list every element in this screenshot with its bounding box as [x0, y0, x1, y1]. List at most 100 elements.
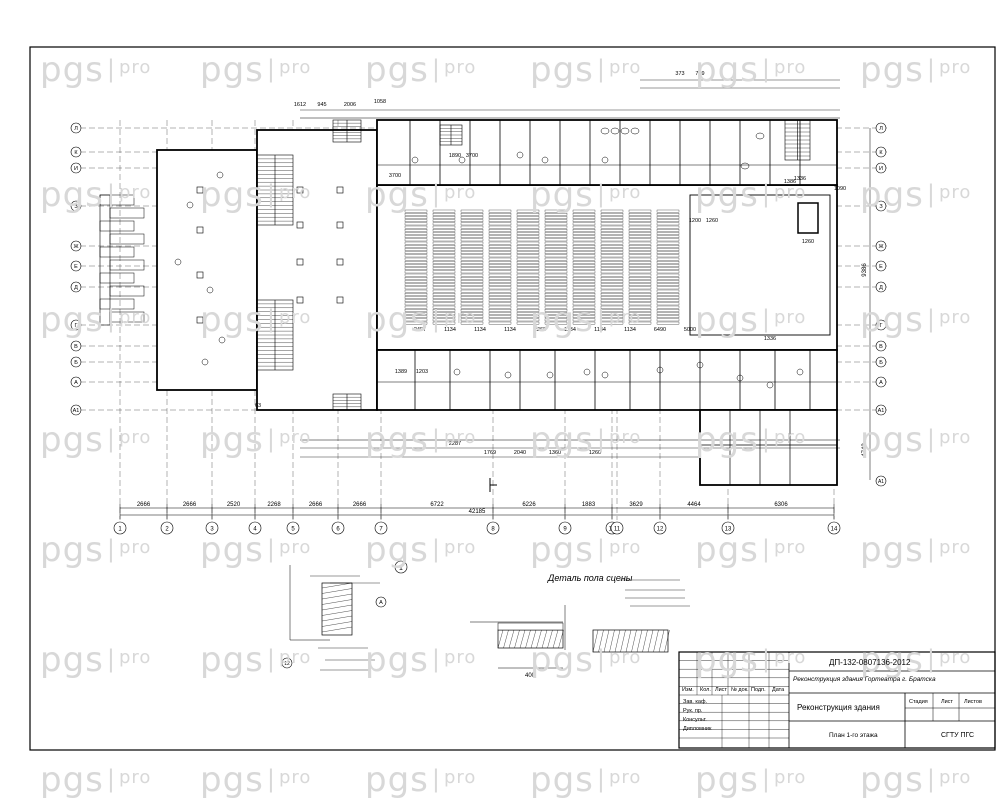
seat-row: [488, 257, 512, 261]
seat-row: [460, 318, 484, 322]
seat-row: [628, 312, 652, 315]
seat-row: [544, 261, 568, 264]
seat-row: [544, 238, 568, 242]
col-podp: Подп.: [751, 687, 766, 693]
seat-row: [544, 286, 568, 290]
entrance-step: [99, 272, 135, 284]
axis-label: А1: [878, 408, 885, 414]
seat-row: [460, 286, 484, 290]
seat-row: [600, 312, 624, 315]
seat-row: [628, 216, 652, 219]
dimension-label: 3700: [389, 173, 401, 179]
seat-row: [488, 209, 512, 213]
seat-row: [656, 248, 680, 251]
seat-row: [432, 257, 456, 261]
seat-row: [432, 245, 456, 248]
hall-dimension: 1134: [504, 327, 516, 333]
seat-row: [516, 216, 540, 219]
hatch: [592, 629, 599, 653]
seat-row: [544, 264, 568, 267]
seat-row: [600, 273, 624, 277]
col-list: Лист: [715, 687, 727, 693]
seat-row: [656, 257, 680, 261]
seat-row: [432, 309, 456, 312]
title-block: ДП-132-0807136-2012 Реконструкция здания…: [679, 652, 995, 748]
column: [336, 258, 344, 266]
seat-row: [488, 315, 512, 318]
hall-dimension: 2457: [414, 327, 426, 333]
seat-row: [460, 293, 484, 296]
seat-row: [404, 254, 428, 258]
hatch: [620, 629, 626, 653]
seat-row: [572, 251, 596, 254]
room-tag: [186, 201, 194, 209]
axis-bubble: [875, 162, 887, 174]
col-kol: Кол.: [700, 687, 711, 693]
dimension-label: 1336: [764, 336, 776, 342]
dimension-label: 1058: [374, 99, 386, 105]
axis-label: 8: [491, 527, 495, 533]
seat-row: [404, 219, 428, 222]
hatch: [552, 629, 559, 649]
seat-row: [404, 257, 428, 261]
seat-row: [404, 318, 428, 322]
hall-dimension: 6490: [654, 327, 666, 333]
axis-bubble: [70, 162, 82, 174]
column: [296, 258, 304, 266]
seat-row: [432, 222, 456, 226]
seat-row: [404, 238, 428, 242]
seat-row: [432, 219, 456, 222]
seat-row: [460, 273, 484, 277]
sheet-name: План 1-го этажа: [829, 732, 878, 739]
axis-bubble: [827, 521, 841, 535]
hatch: [625, 629, 632, 653]
detail-wall: [321, 582, 353, 636]
axis-label: И: [879, 166, 883, 172]
hatch: [321, 588, 353, 594]
seat-row: [544, 232, 568, 235]
wc-fixture: [740, 162, 750, 170]
seat-row: [516, 267, 540, 270]
hatch: [321, 621, 353, 627]
axis-bubble: [875, 475, 887, 487]
hatch: [321, 593, 353, 600]
seat-row: [600, 232, 624, 235]
seat-row: [404, 293, 428, 296]
seat-row: [544, 321, 568, 325]
seat-row: [544, 254, 568, 258]
axis-bubble: [70, 356, 82, 368]
hatch: [321, 604, 353, 611]
axis-bubble: [70, 281, 82, 293]
seat-row: [404, 296, 428, 299]
seat-row: [404, 299, 428, 302]
seat-row: [656, 286, 680, 290]
room-tag: [766, 381, 774, 389]
axis-bubble: [375, 596, 387, 608]
axis-bubble: [70, 319, 82, 331]
seat-row: [572, 293, 596, 296]
hatch: [598, 629, 604, 653]
room-tag: [546, 371, 554, 379]
seat-row: [628, 261, 652, 264]
seat-row: [572, 213, 596, 216]
seat-row: [516, 312, 540, 315]
seat-row: [460, 302, 484, 306]
seat-row: [404, 241, 428, 245]
seat-row: [656, 309, 680, 312]
seat-row: [460, 219, 484, 222]
room-tag: [601, 371, 609, 379]
seat-row: [516, 321, 540, 325]
dimension-label: 2287: [449, 441, 461, 447]
seat-row: [544, 305, 568, 309]
dimension-label: 3700: [466, 153, 478, 159]
entrance-step: [109, 285, 145, 297]
dimension-label: 1883: [582, 502, 596, 508]
dimension-label: 4743: [862, 443, 868, 457]
seat-row: [404, 232, 428, 235]
dimension-label: 1890: [449, 153, 461, 159]
seat-row: [572, 270, 596, 274]
room-tag: [504, 371, 512, 379]
seat-row: [600, 225, 624, 229]
seat-row: [544, 267, 568, 270]
dimension-label: 3629: [629, 502, 643, 508]
